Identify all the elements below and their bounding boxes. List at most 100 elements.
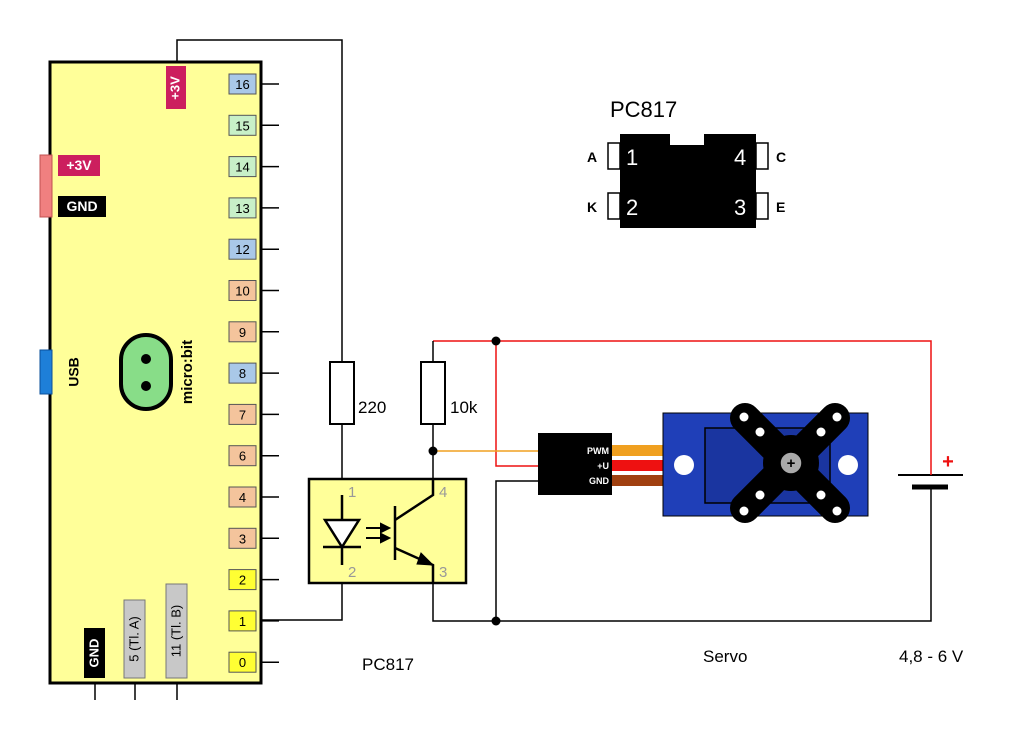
pin-number: 2 xyxy=(239,573,246,588)
wire-servo-gnd xyxy=(495,480,540,621)
pin-14: 14 xyxy=(228,156,279,178)
led-symbol xyxy=(322,495,362,565)
pinout-num-4: 4 xyxy=(734,145,746,170)
pin-number: 12 xyxy=(235,242,249,257)
pin-number: 1 xyxy=(239,614,246,629)
pin-number: 8 xyxy=(239,366,246,381)
pin-badge xyxy=(228,197,257,219)
junction-dot xyxy=(428,446,438,456)
pin-badge xyxy=(228,486,257,508)
pin-number: 13 xyxy=(235,201,249,216)
pin-2: 2 xyxy=(228,569,279,591)
pin-1: 1 xyxy=(228,610,279,632)
pin-number: 3 xyxy=(239,531,246,546)
microbit-name: micro:bit xyxy=(179,340,196,404)
pin-badge xyxy=(228,156,257,178)
edge-gnd-badge xyxy=(58,196,106,217)
pinout-letter-e: E xyxy=(776,199,785,215)
servo-mount-hole xyxy=(838,455,858,475)
servo: PWM +U GND + Servo xyxy=(538,403,869,666)
pin-number: 15 xyxy=(235,118,249,133)
microbit-board: +3V +3V GND USB micro:bit GND 5 (Tl. A) … xyxy=(39,60,279,700)
pin-badge xyxy=(228,114,257,136)
servo-wire-u xyxy=(612,460,663,471)
pin-badge xyxy=(228,610,257,632)
light-arrows xyxy=(366,522,392,544)
wire-supply-positive xyxy=(433,340,932,445)
pin-15: 15 xyxy=(228,114,279,136)
logo-eye xyxy=(141,381,151,391)
bottom-pin-11 xyxy=(165,583,188,679)
edge-power-badge xyxy=(58,155,100,176)
pinout-title: PC817 xyxy=(610,97,677,122)
pinout-pin-a xyxy=(607,142,621,170)
bottom-pin-gnd xyxy=(84,628,105,678)
servo-connector xyxy=(538,433,612,495)
pin-8: 8 xyxy=(228,362,279,384)
pin-3: 3 xyxy=(228,527,279,549)
servo-pin-gnd: GND xyxy=(589,476,610,486)
servo-pin-u: +U xyxy=(597,461,609,471)
pinout-pin-c xyxy=(755,142,769,170)
pin-number: 16 xyxy=(235,77,249,92)
pinout-letter-k: K xyxy=(587,199,597,215)
pc817-pinout: PC817 A K C E 1 2 4 3 xyxy=(587,97,786,228)
battery: + 4,8 - 6 V xyxy=(898,445,964,666)
power-badge-text: +3V xyxy=(167,76,182,100)
servo-wire-pwm xyxy=(612,445,663,456)
pin-10: 10 xyxy=(228,280,279,301)
pin-number: 9 xyxy=(239,325,246,340)
optocoupler: 1 2 4 3 PC817 xyxy=(307,477,468,674)
bottom-pin-gnd-text: GND xyxy=(86,639,101,668)
servo-pin-pwm: PWM xyxy=(587,446,609,456)
resistor-10k: 10k xyxy=(420,361,478,425)
edge-connector xyxy=(39,154,53,218)
resistor-220-label: 220 xyxy=(358,398,386,417)
edge-gnd-text: GND xyxy=(66,198,97,214)
junctions xyxy=(428,336,501,626)
pin-badge xyxy=(228,445,257,467)
usb-port xyxy=(39,349,53,395)
pin-16: 16 xyxy=(228,73,279,95)
pinout-letter-a: A xyxy=(587,149,597,165)
bottom-pin-5 xyxy=(123,599,146,679)
servo-label: Servo xyxy=(703,647,747,666)
pin-badge xyxy=(228,403,257,425)
wire-3v-to-resistor xyxy=(176,39,343,362)
resistor-body xyxy=(329,361,355,425)
power-badge xyxy=(166,66,186,109)
pin-badge xyxy=(228,651,257,673)
resistor-body xyxy=(420,361,446,425)
pin-number: 4 xyxy=(239,490,246,505)
servo-wire-gnd xyxy=(612,475,663,486)
servo-mount-hole xyxy=(674,455,694,475)
pin-0: 0 xyxy=(228,651,279,673)
pinout-chip-body xyxy=(620,134,756,228)
usb-label: USB xyxy=(66,357,82,387)
wire-ground xyxy=(432,485,932,622)
pin-9: 9 xyxy=(228,321,279,343)
junction-dot xyxy=(491,616,501,626)
opto-pin3-num: 3 xyxy=(439,564,447,581)
pin-number: 14 xyxy=(235,160,249,175)
battery-plus: + xyxy=(942,451,954,473)
pinout-letter-c: C xyxy=(776,149,786,165)
wires xyxy=(176,39,932,622)
servo-horn-symbol: + xyxy=(787,455,796,472)
bottom-pin-5-text: 5 (Tl. A) xyxy=(126,616,141,662)
pin-6: 6 xyxy=(228,445,279,467)
pin-badge xyxy=(228,527,257,549)
pin-badge xyxy=(228,73,257,95)
pin-badge xyxy=(228,280,257,301)
phototransistor-symbol xyxy=(393,480,435,583)
opto-pin2-num: 2 xyxy=(348,564,356,581)
pin-badge xyxy=(228,238,257,260)
bottom-pin-11-text: 11 (Tl. B) xyxy=(168,605,183,658)
pin-badge xyxy=(228,321,257,343)
pin-number: 0 xyxy=(239,655,246,670)
wire-red-to-servo-u xyxy=(495,341,540,467)
logo-eye xyxy=(141,354,151,364)
opto-pin4-num: 4 xyxy=(439,484,447,501)
